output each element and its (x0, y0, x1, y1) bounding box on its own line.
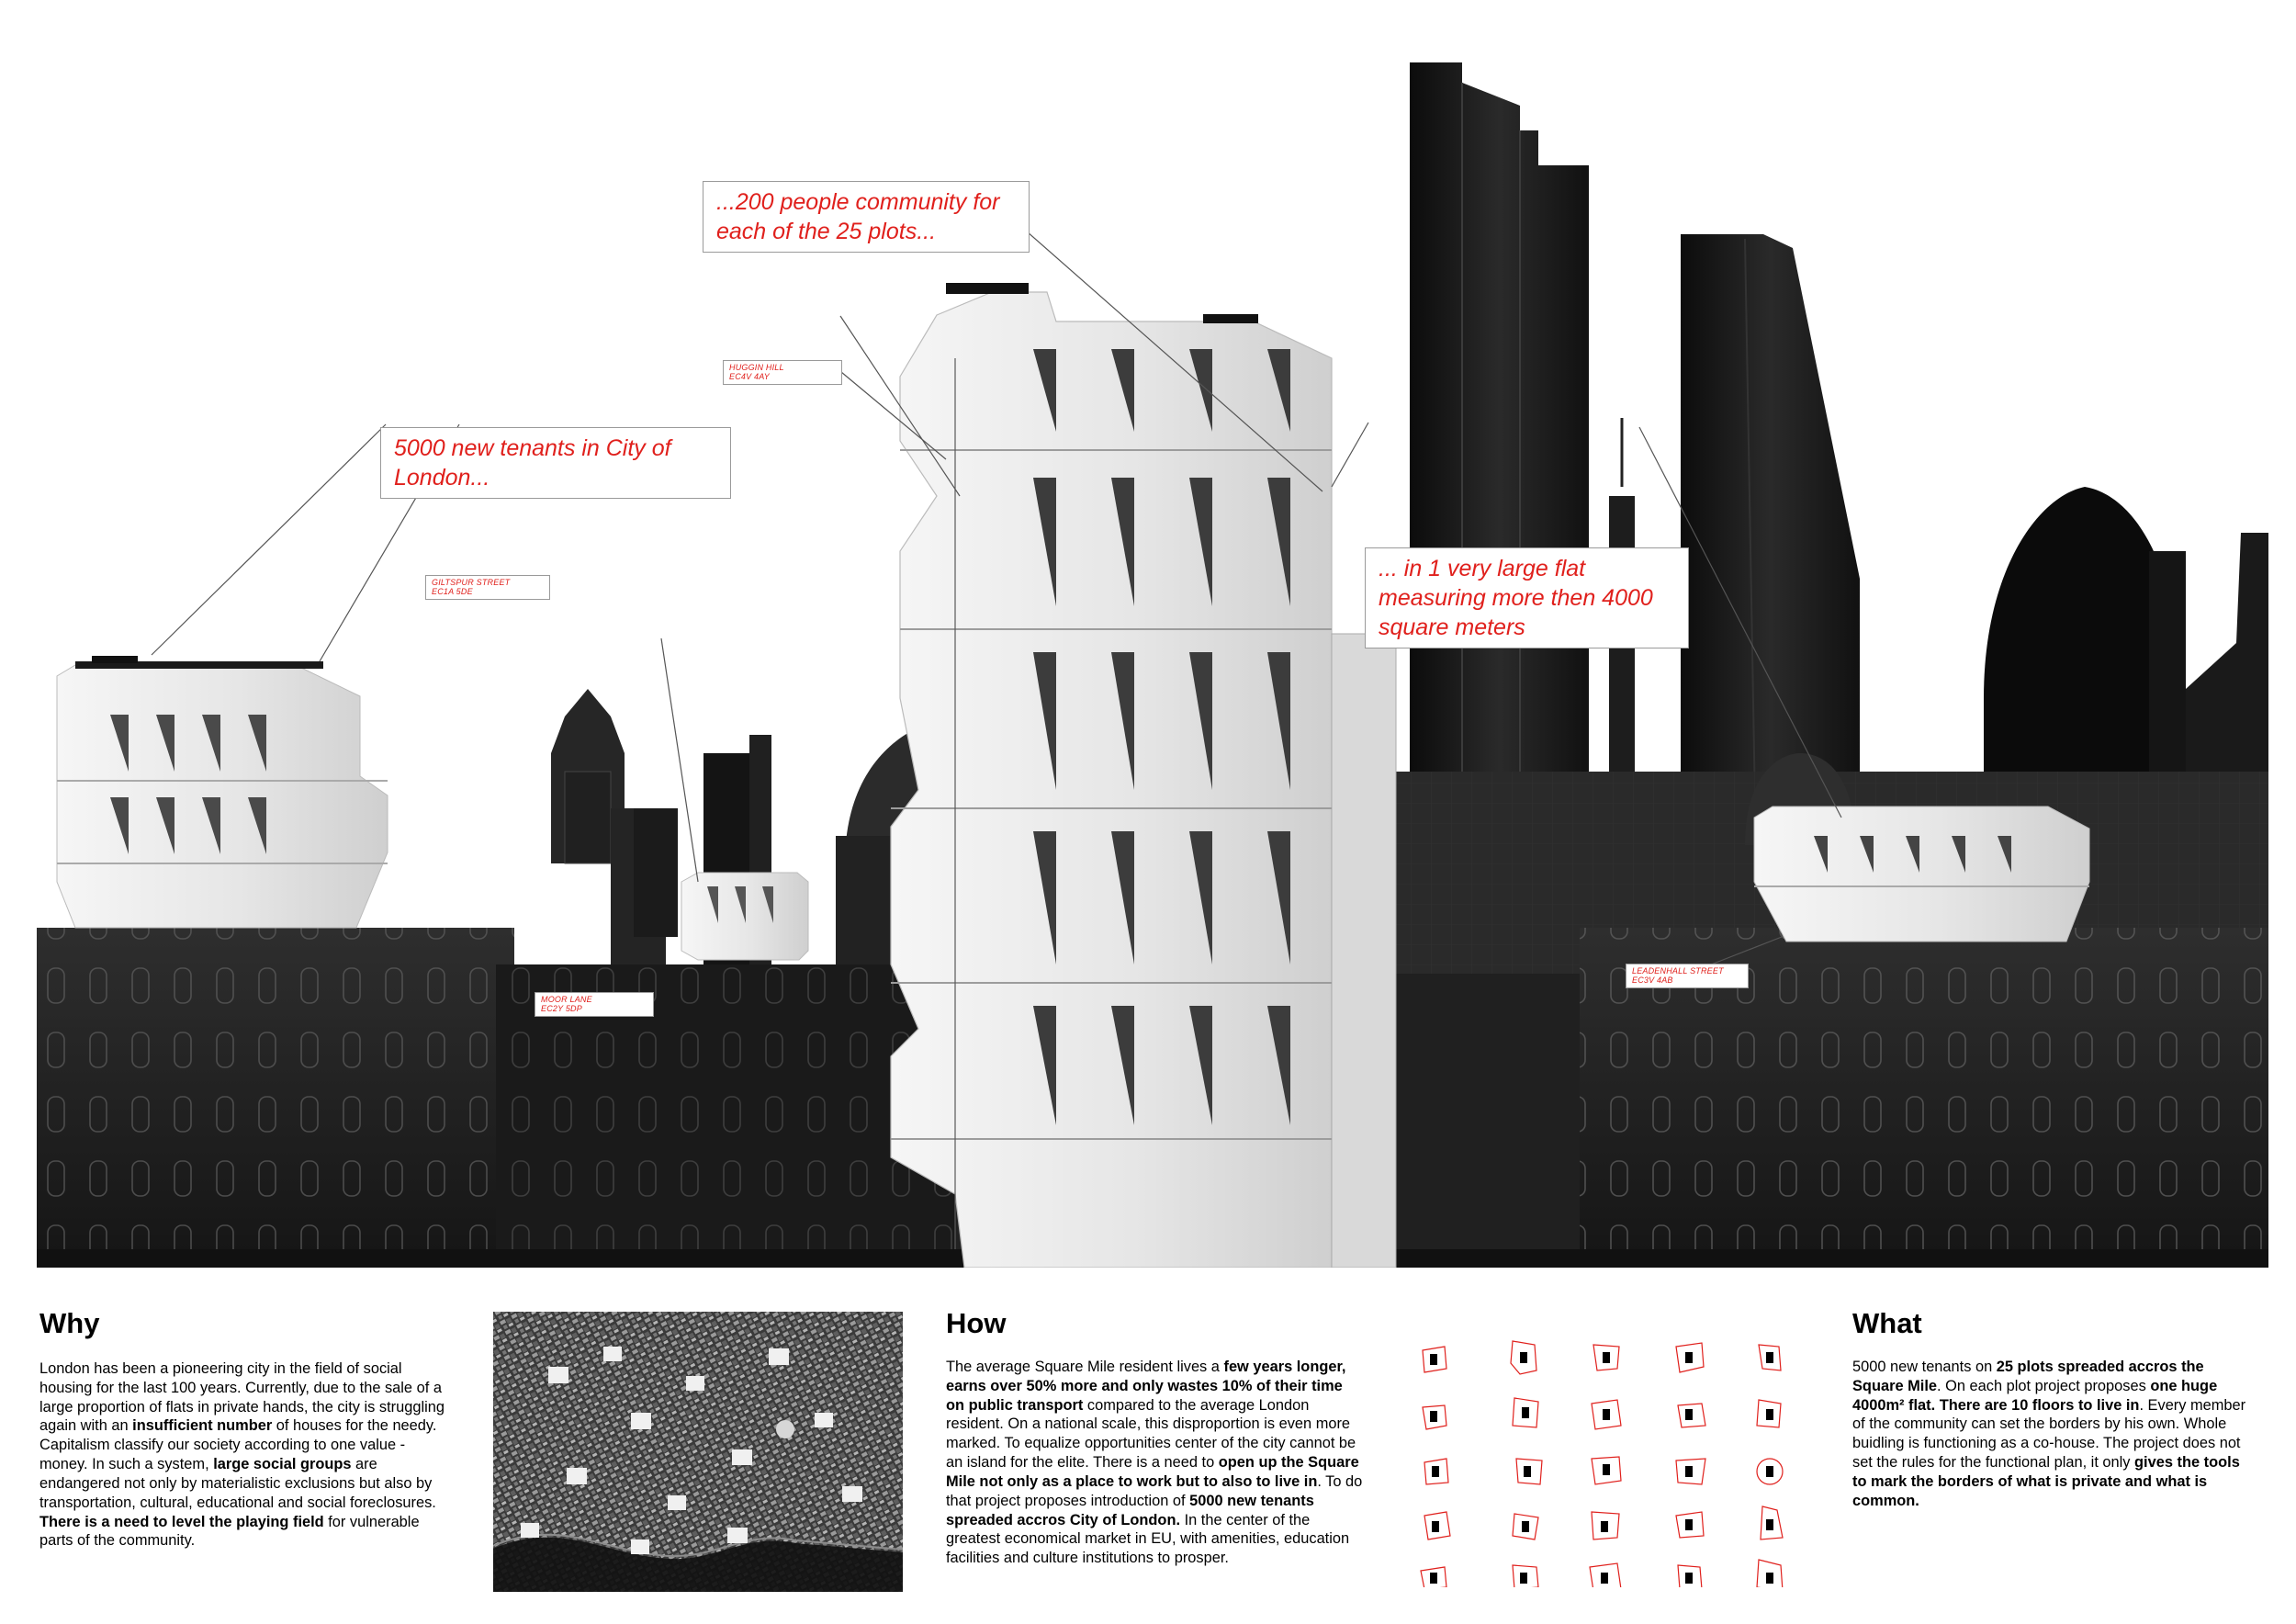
how-text-part: The average Square Mile resident lives a (946, 1359, 1224, 1375)
how-text-bold: few years longer, earns over 50% more an… (946, 1359, 1346, 1414)
how-text-bold: 5000 new tenants spreaded accros City of… (946, 1492, 1314, 1528)
callout-leader-lines (151, 231, 1842, 977)
callout-large-flat: ... in 1 very large flat measuring more … (1365, 547, 1689, 648)
how-text-part: . To do that project proposes introducti… (946, 1472, 1363, 1509)
how-title: How (946, 1307, 1007, 1339)
callout-community: ...200 people community for each of the … (703, 181, 1030, 253)
why-text: London has been a pioneering city in the… (39, 1359, 454, 1551)
site-label-moor-lane: MOOR LANE EC2Y 5DP (535, 992, 654, 1017)
site-label-postcode: EC3V 4AB (1632, 976, 1673, 986)
site-label-street: GILTSPUR STREET (432, 578, 511, 587)
plots-diagram (1410, 1330, 1823, 1592)
how-text: The average Square Mile resident lives a… (946, 1358, 1364, 1568)
why-text-bold: There is a need to level the playing fie… (39, 1513, 324, 1530)
site-label-huggin-hill: HUGGIN HILL EC4V 4AY (723, 360, 842, 385)
site-label-leadenhall: LEADENHALL STREET EC3V 4AB (1626, 964, 1749, 988)
plots-diagram-svg (1420, 1340, 1784, 1592)
what-text-bold: gives the tools to mark the borders of w… (1852, 1454, 2240, 1509)
site-label-postcode: EC4V 4AY (729, 372, 770, 382)
why-text-part: of houses for the needy. Capitalism clas… (39, 1417, 437, 1473)
site-label-street: LEADENHALL STREET (1632, 966, 1724, 976)
what-text: 5000 new tenants on 25 plots spreaded ac… (1852, 1358, 2247, 1511)
what-text-bold: 25 plots spreaded accros the Square Mile (1852, 1359, 2204, 1394)
building-huggin-hill (890, 283, 1397, 1268)
building-leadenhall (1753, 806, 2090, 942)
what-text-part: . Every member of the community can set … (1852, 1396, 2246, 1472)
site-label-postcode: EC1A 5DE (432, 587, 473, 597)
aerial-photo-svg (493, 1312, 903, 1592)
building-moor-lane (681, 872, 809, 961)
why-text-part: London has been a pioneering city in the… (39, 1360, 445, 1435)
what-title: What (1852, 1307, 1922, 1339)
building-giltspur (56, 656, 388, 929)
why-text-part: for vulnerable parts of the community. (39, 1513, 420, 1550)
how-text-part: In the center of the greatest economical… (946, 1511, 1350, 1567)
callout-new-tenants: 5000 new tenants in City of London... (380, 427, 731, 499)
skyline-render (37, 55, 2268, 1268)
site-label-postcode: EC2Y 5DP (541, 1004, 582, 1014)
why-text-bold: large social groups (213, 1456, 352, 1473)
skyline-svg (37, 62, 2268, 1268)
how-text-part: compared to the average London resident.… (946, 1396, 1356, 1472)
site-label-giltspur: GILTSPUR STREET EC1A 5DE (425, 575, 550, 600)
what-text-bold: one huge 4000m² flat. There are 10 floor… (1852, 1377, 2218, 1414)
aerial-photo (493, 1312, 903, 1592)
why-title: Why (39, 1307, 100, 1339)
what-text-part: 5000 new tenants on (1852, 1359, 1997, 1375)
how-text-bold: open up the Square Mile not only as a pl… (946, 1454, 1359, 1490)
why-text-bold: insufficient number (132, 1417, 273, 1435)
what-text-part: . On each plot project proposes (1937, 1377, 2151, 1394)
site-label-street: MOOR LANE (541, 995, 592, 1004)
site-label-street: HUGGIN HILL (729, 363, 784, 372)
why-text-part: are endangered not only by materialistic… (39, 1456, 436, 1511)
